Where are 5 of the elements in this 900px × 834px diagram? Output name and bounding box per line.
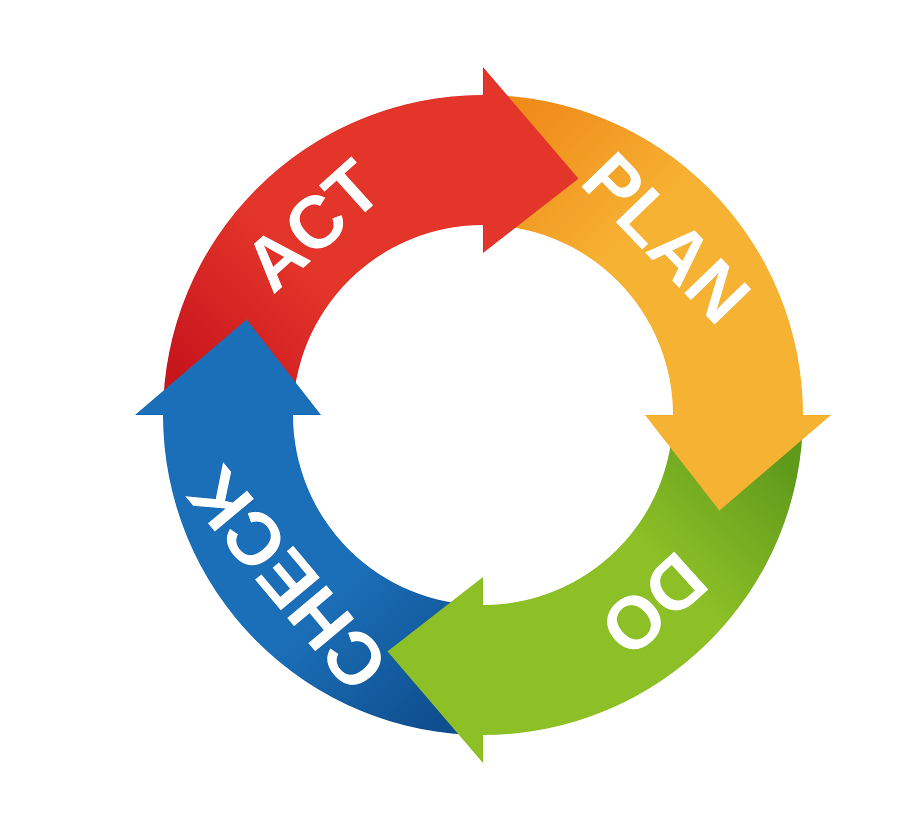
arrowhead <box>645 415 831 511</box>
stage-label: DO <box>584 536 723 672</box>
arrowhead <box>135 319 321 415</box>
arrowhead <box>483 67 579 253</box>
arrowhead <box>387 577 483 763</box>
